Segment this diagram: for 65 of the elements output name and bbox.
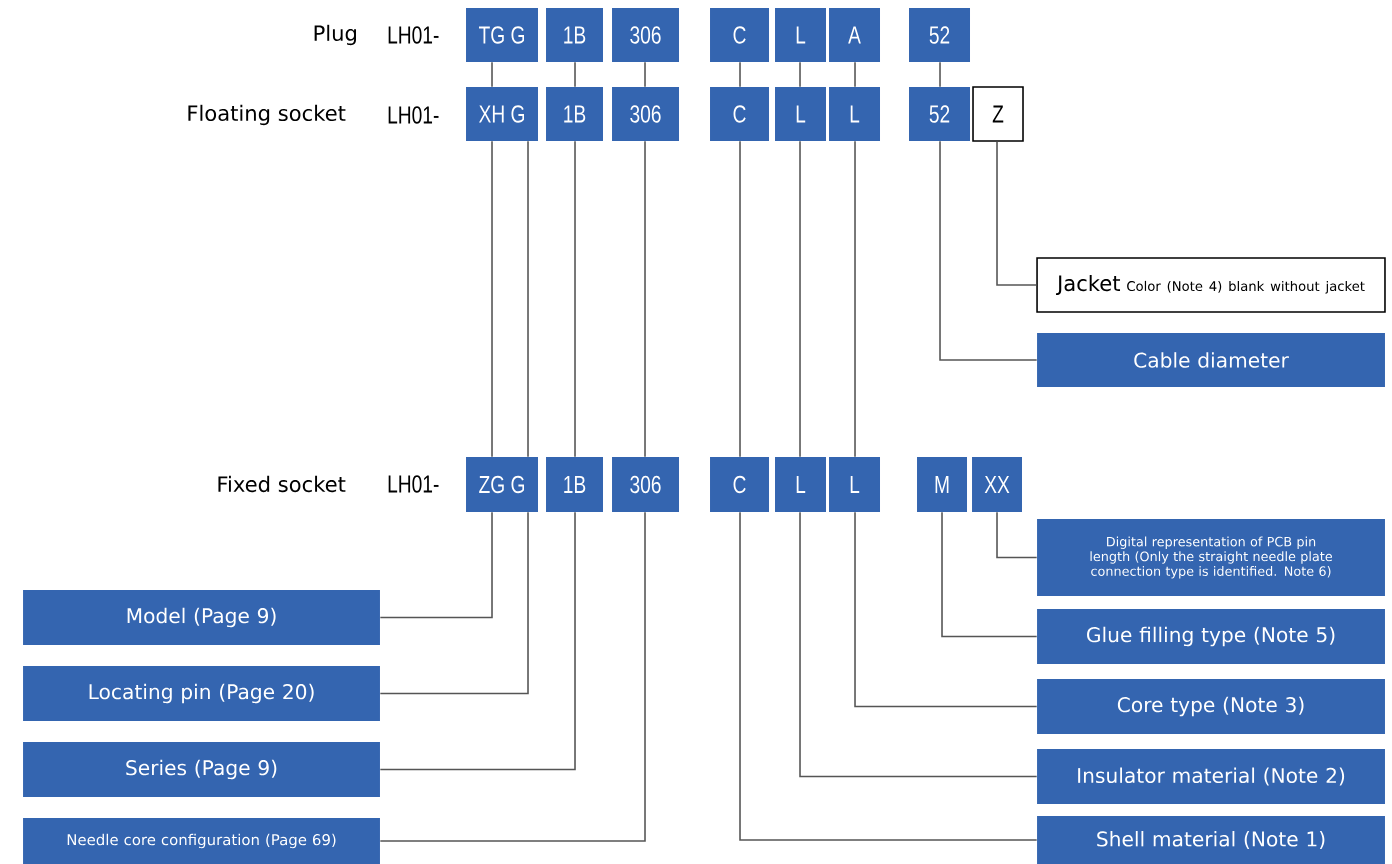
- code-box: 1B: [546, 8, 603, 62]
- connector-line: [799, 61, 801, 88]
- code-box: L: [775, 457, 826, 512]
- row-label: Plug: [314, 24, 356, 46]
- code-box: A: [829, 8, 880, 62]
- code-box: L: [829, 457, 880, 512]
- code-box: C: [710, 87, 769, 141]
- description-box: Jacket Color (Note 4) blank without jacket: [1036, 257, 1386, 313]
- code-prefix: LH01-: [388, 26, 439, 44]
- code-box: C: [710, 8, 769, 62]
- connector-line: [644, 61, 646, 88]
- connector-line: [739, 61, 741, 88]
- connector-line: [527, 140, 529, 458]
- code-box: XH G: [466, 87, 538, 141]
- code-box: XX: [972, 457, 1022, 512]
- row-label: Fixed socket: [218, 475, 346, 493]
- code-box: ZG G: [466, 457, 538, 512]
- connector-line: [799, 140, 801, 458]
- connector-line: [491, 61, 493, 88]
- code-prefix: LH01-: [388, 475, 439, 493]
- description-box: Model (Page 9): [23, 590, 380, 645]
- code-box: L: [775, 87, 826, 141]
- connector-line: [379, 511, 646, 842]
- connector-line: [379, 511, 576, 771]
- description-box: Cable diameter: [1037, 333, 1385, 387]
- connector-line: [996, 511, 1038, 559]
- code-box: TG G: [466, 8, 538, 62]
- code-box: C: [710, 457, 769, 512]
- connector-line: [941, 511, 1038, 638]
- connector-line: [854, 61, 856, 88]
- description-box: Digital representation of PCB pin length (Only the straight needle plate connection type is identified. Note 6): [1037, 519, 1385, 596]
- code-box: 1B: [546, 457, 603, 512]
- connector-line: [379, 511, 529, 695]
- code-box: Z: [972, 86, 1024, 142]
- description-box: Glue filling type (Note 5): [1037, 609, 1385, 664]
- code-box: 52: [909, 87, 970, 141]
- code-box: M: [917, 457, 967, 512]
- connector-line: [739, 140, 741, 458]
- connector-line: [574, 140, 576, 458]
- code-box: L: [775, 8, 826, 62]
- code-box: L: [829, 87, 880, 141]
- connector-line: [644, 140, 646, 458]
- connector-line: [939, 61, 941, 88]
- description-box: Core type (Note 3): [1037, 679, 1385, 734]
- code-box: 306: [612, 87, 679, 141]
- connector-line: [574, 61, 576, 88]
- code-box: 52: [909, 8, 970, 62]
- description-box: Shell material (Note 1): [1037, 816, 1385, 864]
- description-box: Locating pin (Page 20): [23, 666, 380, 721]
- code-box: 306: [612, 457, 679, 512]
- row-label: Floating socket: [188, 104, 346, 126]
- code-box: 1B: [546, 87, 603, 141]
- description-box: Series (Page 9): [23, 742, 380, 797]
- connector-line: [939, 140, 1038, 361]
- description-box: Insulator material (Note 2): [1037, 749, 1385, 804]
- code-prefix: LH01-: [388, 106, 439, 124]
- connector-line: [854, 140, 856, 458]
- connector-line: [739, 511, 1038, 841]
- code-box: 306: [612, 8, 679, 62]
- description-box: Needle core configuration (Page 69): [23, 818, 380, 864]
- connector-line: [854, 511, 1038, 708]
- connector-line: [379, 511, 493, 619]
- connector-line: [799, 511, 1038, 778]
- connector-line: [996, 141, 1038, 286]
- connector-line: [491, 140, 493, 458]
